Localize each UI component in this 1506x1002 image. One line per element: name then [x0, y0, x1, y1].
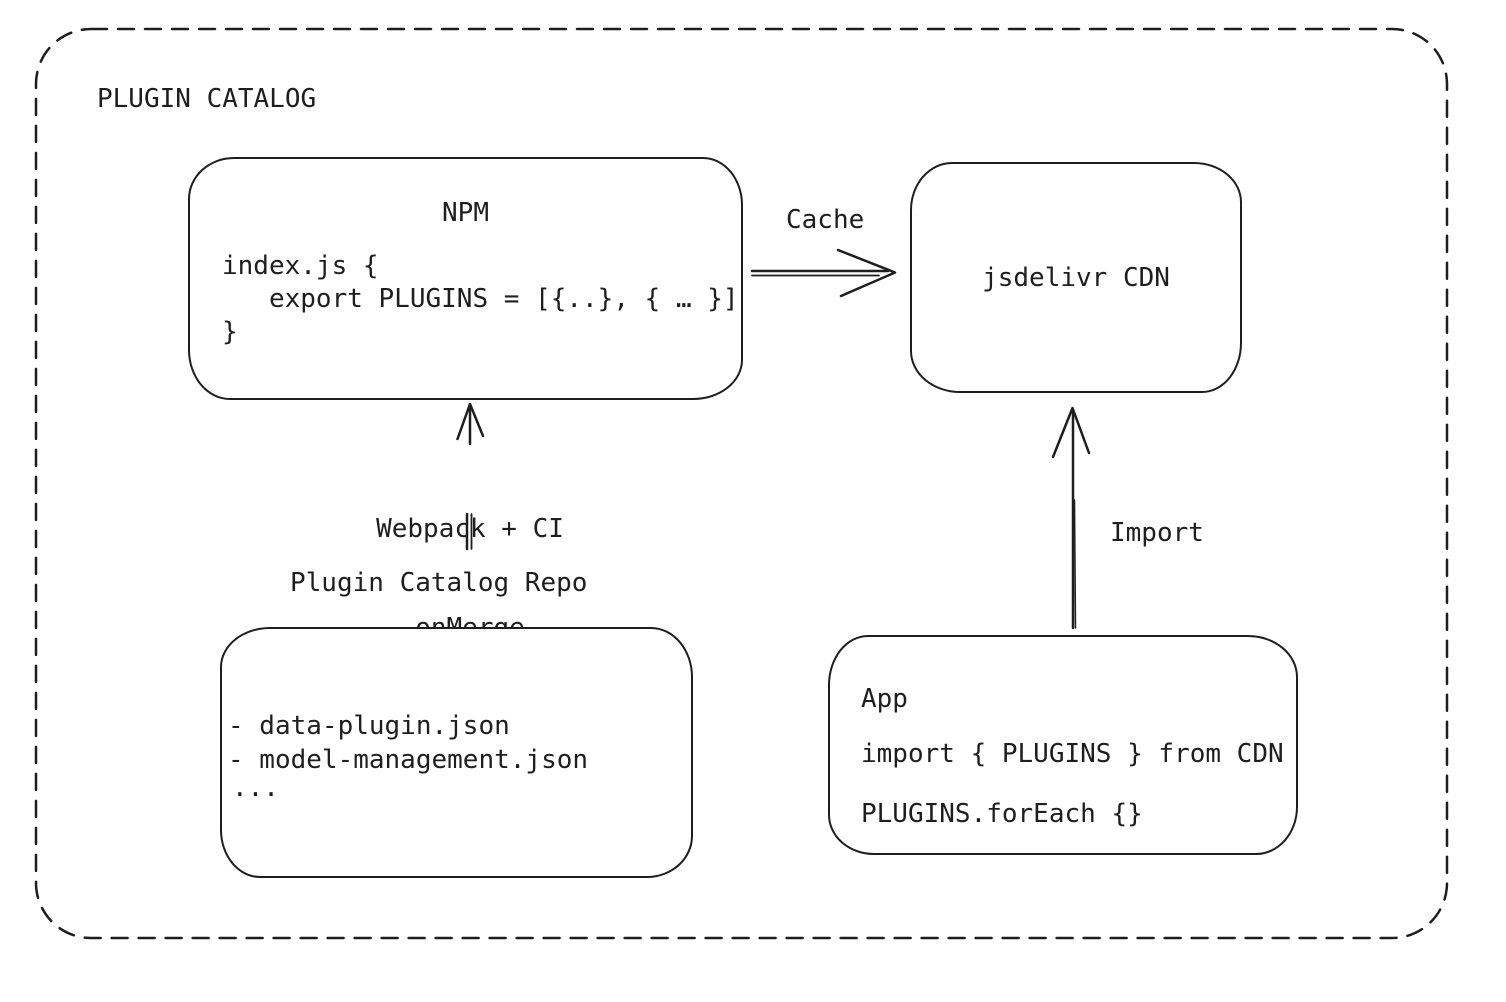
npm-code-line-1: index.js { [222, 251, 379, 281]
cdn-node-title: jsdelivr CDN [982, 262, 1170, 293]
repo-node-caption: Plugin Catalog Repo [290, 568, 588, 598]
import-arrow-line-2 [1073, 499, 1077, 629]
app-node: App import { PLUGINS } from CDN PLUGINS.… [828, 635, 1298, 855]
app-code-line-2: PLUGINS.forEach {} [861, 799, 1143, 829]
npm-node-title: NPM [442, 198, 489, 228]
import-arrow-head [1051, 406, 1091, 459]
repo-node: - data-plugin.json - model-management.js… [220, 627, 693, 878]
app-code-line-1: import { PLUGINS } from CDN [861, 739, 1284, 769]
cache-arrow-head [836, 248, 897, 298]
npm-code-line-2: export PLUGINS = [{..}, { … }] [222, 284, 739, 314]
npm-code-line-3: } [222, 317, 238, 347]
build-arrow-head [456, 402, 485, 441]
cache-edge-label: Cache [786, 205, 865, 235]
repo-item-3: ... [232, 773, 279, 803]
diagram-title: PLUGIN CATALOG [97, 84, 317, 114]
app-node-title: App [861, 684, 908, 714]
import-edge-label: Import [1110, 518, 1204, 548]
npm-node: NPM index.js { export PLUGINS = [{..}, {… [188, 157, 743, 400]
repo-item-1: - data-plugin.json [228, 711, 510, 741]
repo-item-2: - model-management.json [228, 745, 589, 775]
cdn-node: jsdelivr CDN [910, 162, 1242, 393]
plugin-catalog-frame [34, 27, 1449, 940]
build-edge-label-line-1: Webpack + CI [376, 514, 564, 544]
